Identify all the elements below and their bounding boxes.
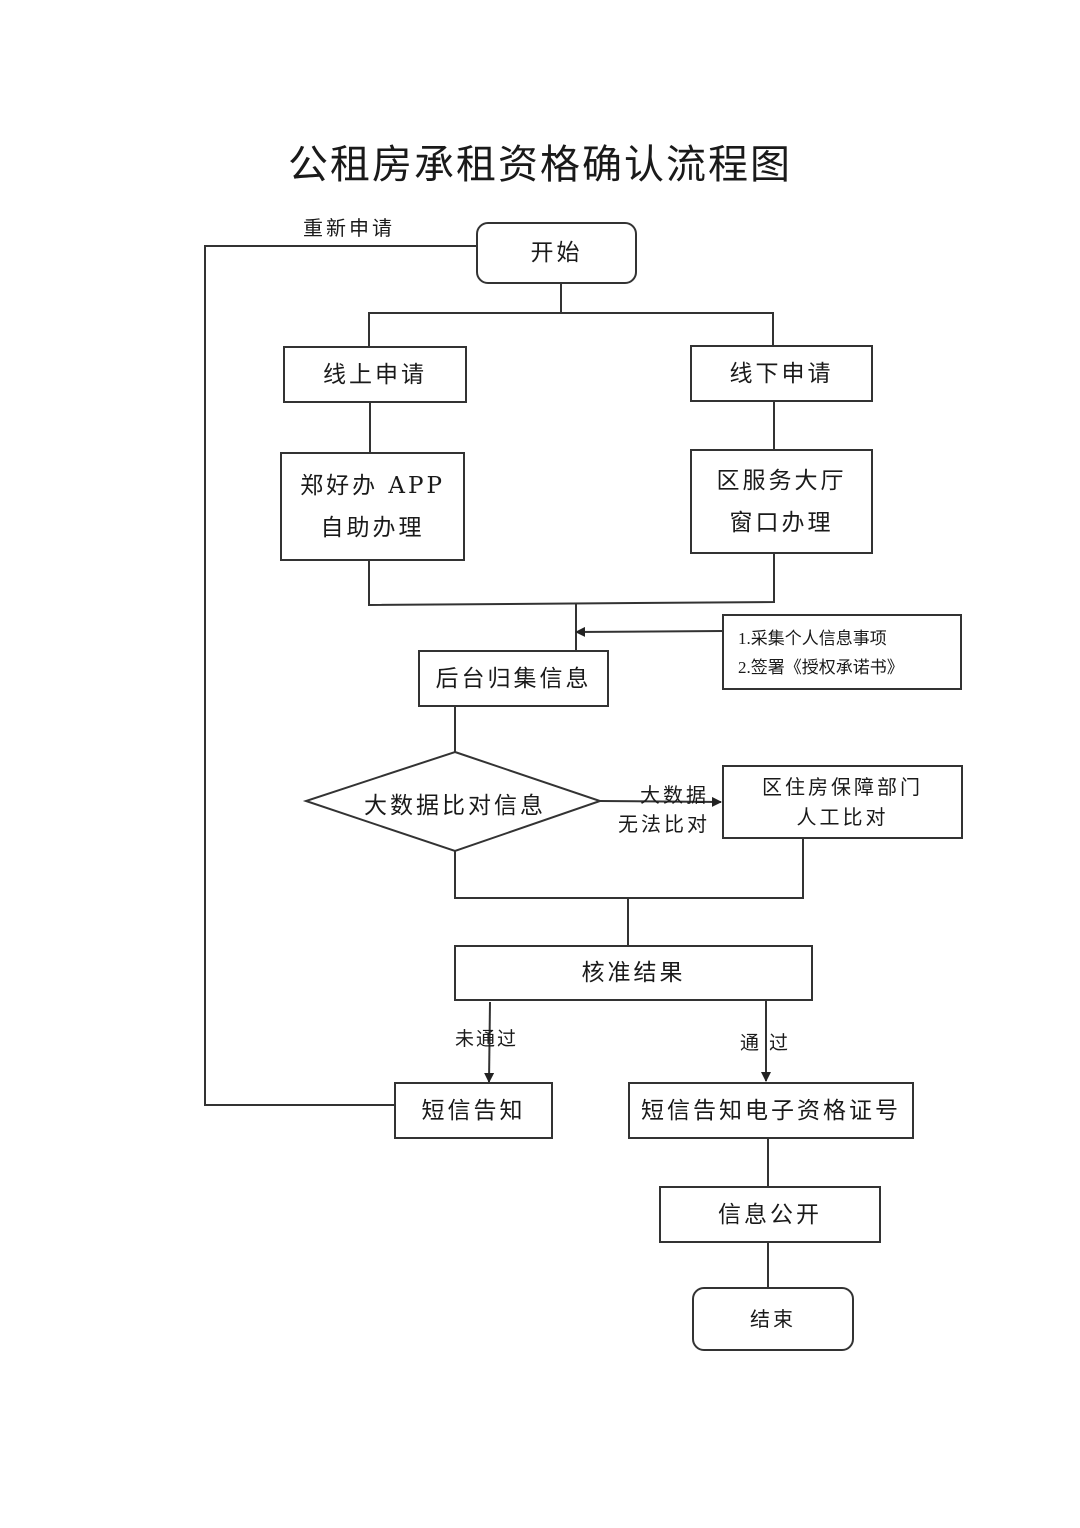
manual-compare-label: 区住房保障部门 人工比对 <box>762 775 923 829</box>
sms-pass-node[interactable]: 短信告知电子资格证号 <box>628 1082 914 1139</box>
result-label: 核准结果 <box>581 960 686 986</box>
service-hall-label: 区服务大厅 窗口办理 <box>716 467 847 536</box>
offline-apply-node[interactable]: 线下申请 <box>690 345 873 402</box>
page-title: 公租房承租资格确认流程图 <box>288 142 792 188</box>
compare-merge-line <box>454 838 804 899</box>
merge-line <box>368 553 775 607</box>
bigdata-fail-label-2: 无法比对 <box>618 812 710 836</box>
reapply-loop-line <box>204 245 477 1106</box>
sms-fail-label: 短信告知 <box>421 1097 526 1124</box>
start-node-label: 开始 <box>530 240 583 266</box>
manual-compare-node[interactable]: 区住房保障部门 人工比对 <box>722 765 963 839</box>
compare-label: 大数据比对信息 <box>364 793 546 819</box>
collect-info-label: 后台归集信息 <box>435 665 592 692</box>
end-node-label: 结束 <box>750 1307 796 1331</box>
sms-pass-label: 短信告知电子资格证号 <box>641 1097 901 1124</box>
publish-label: 信息公开 <box>718 1201 822 1228</box>
end-node[interactable]: 结束 <box>692 1287 854 1351</box>
bigdata-fail-label-1: 大数据 <box>640 783 709 807</box>
online-apply-node[interactable]: 线上申请 <box>283 346 467 403</box>
offline-apply-label: 线下申请 <box>729 360 834 387</box>
collect-info-node[interactable]: 后台归集信息 <box>418 650 609 707</box>
publish-node[interactable]: 信息公开 <box>659 1186 881 1243</box>
note-arrow <box>575 626 724 637</box>
bigdata-fail-arrow <box>599 796 722 807</box>
app-self-service-node[interactable]: 郑好办 APP 自助办理 <box>280 452 465 561</box>
info-collection-note: 1.采集个人信息事项 2.签署《授权承诺书》 <box>722 614 962 690</box>
pass-label: 通 过 <box>740 1032 791 1054</box>
reapply-label: 重新申请 <box>303 216 395 240</box>
service-hall-node[interactable]: 区服务大厅 窗口办理 <box>690 449 873 554</box>
online-apply-label: 线上申请 <box>323 361 427 388</box>
not-pass-arrow <box>484 1001 495 1083</box>
start-node[interactable]: 开始 <box>476 222 637 284</box>
app-self-service-label: 郑好办 APP 自助办理 <box>300 472 445 541</box>
sms-fail-node[interactable]: 短信告知 <box>394 1082 553 1139</box>
branch-split-line <box>368 312 774 346</box>
not-pass-label: 未通过 <box>455 1028 519 1050</box>
result-node[interactable]: 核准结果 <box>454 945 813 1001</box>
